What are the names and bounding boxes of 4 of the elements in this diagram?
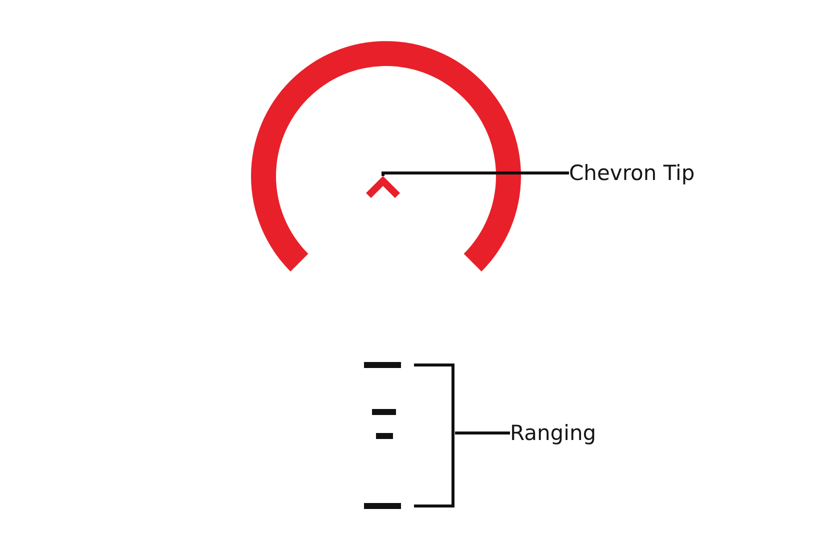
leader-line [382, 172, 569, 176]
leader-line [455, 432, 510, 434]
callout-label: Ranging [510, 421, 596, 445]
callout-label: Chevron Tip [569, 161, 695, 185]
